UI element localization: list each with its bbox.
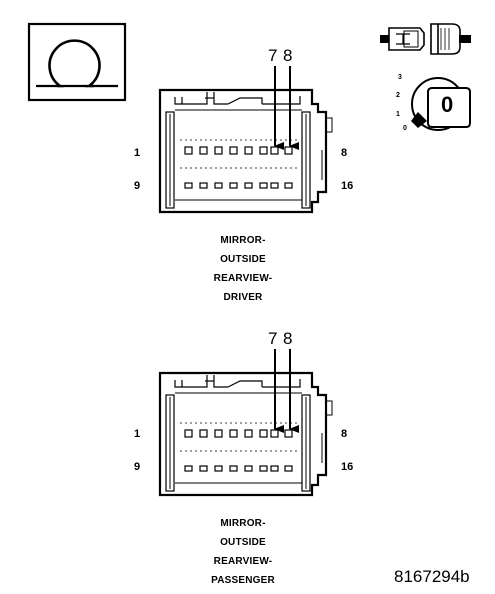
connector-driver-drawing [160, 66, 332, 212]
connector-caption: MIRROR- OUTSIDE REARVIEW- DRIVER [178, 231, 308, 307]
pin-label-1: 1 [134, 428, 141, 440]
caption-line: MIRROR- [220, 235, 266, 246]
figure-id: 8167294b [394, 567, 470, 586]
pin-label-16: 16 [341, 180, 354, 192]
ignition-switch-icon [411, 77, 471, 131]
caption-line: DRIVER [223, 292, 263, 303]
probe-pin-7-label: 7 [268, 46, 278, 65]
pin-label-9: 9 [134, 180, 141, 192]
caption-line: PASSENGER [211, 575, 275, 586]
pin-label-8: 8 [341, 428, 348, 440]
ohm-icon [27, 22, 127, 102]
probe-pin-8-label: 8 [283, 329, 293, 348]
pin-label-1: 1 [134, 147, 141, 159]
key-fob-icon [380, 23, 471, 55]
probe-pin-8-label: 8 [283, 46, 293, 65]
ignition-position-3: 3 [398, 74, 402, 81]
pin-label-8: 8 [341, 147, 348, 159]
caption-line: MIRROR- [220, 518, 266, 529]
caption-line: REARVIEW- [213, 556, 273, 567]
pin-label-16: 16 [341, 461, 354, 473]
ignition-current-position: 0 [441, 92, 454, 117]
pin-label-9: 9 [134, 461, 141, 473]
connector-passenger-drawing [160, 349, 332, 495]
ignition-position-2: 2 [396, 92, 400, 99]
probe-pin-7-label: 7 [268, 329, 278, 348]
caption-line: OUTSIDE [220, 254, 266, 265]
ignition-position-0: 0 [403, 125, 407, 132]
connector-caption: MIRROR- OUTSIDE REARVIEW- PASSENGER [178, 514, 308, 590]
caption-line: REARVIEW- [213, 273, 273, 284]
caption-line: OUTSIDE [220, 537, 266, 548]
ignition-position-1: 1 [396, 111, 400, 118]
